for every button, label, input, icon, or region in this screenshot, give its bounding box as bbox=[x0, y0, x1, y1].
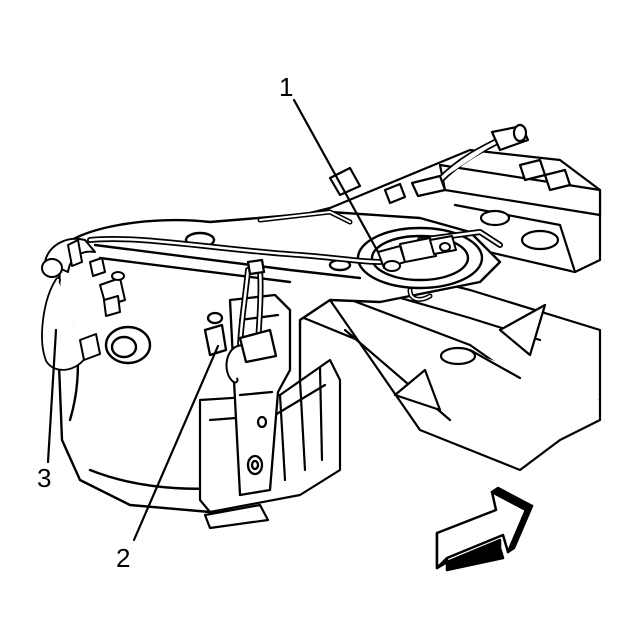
canister-bracket bbox=[203, 258, 292, 497]
leader-line-3 bbox=[46, 328, 58, 464]
leader-line-2 bbox=[132, 344, 220, 542]
callout-label-3: 3 bbox=[37, 463, 52, 493]
callout-label-2: 2 bbox=[116, 543, 131, 573]
leader-lines bbox=[46, 98, 380, 542]
callout-label-1: 1 bbox=[279, 72, 294, 102]
leader-line-1 bbox=[292, 98, 380, 254]
fuel-pump-connector bbox=[377, 235, 457, 272]
front-direction-arrow-icon bbox=[435, 486, 534, 572]
